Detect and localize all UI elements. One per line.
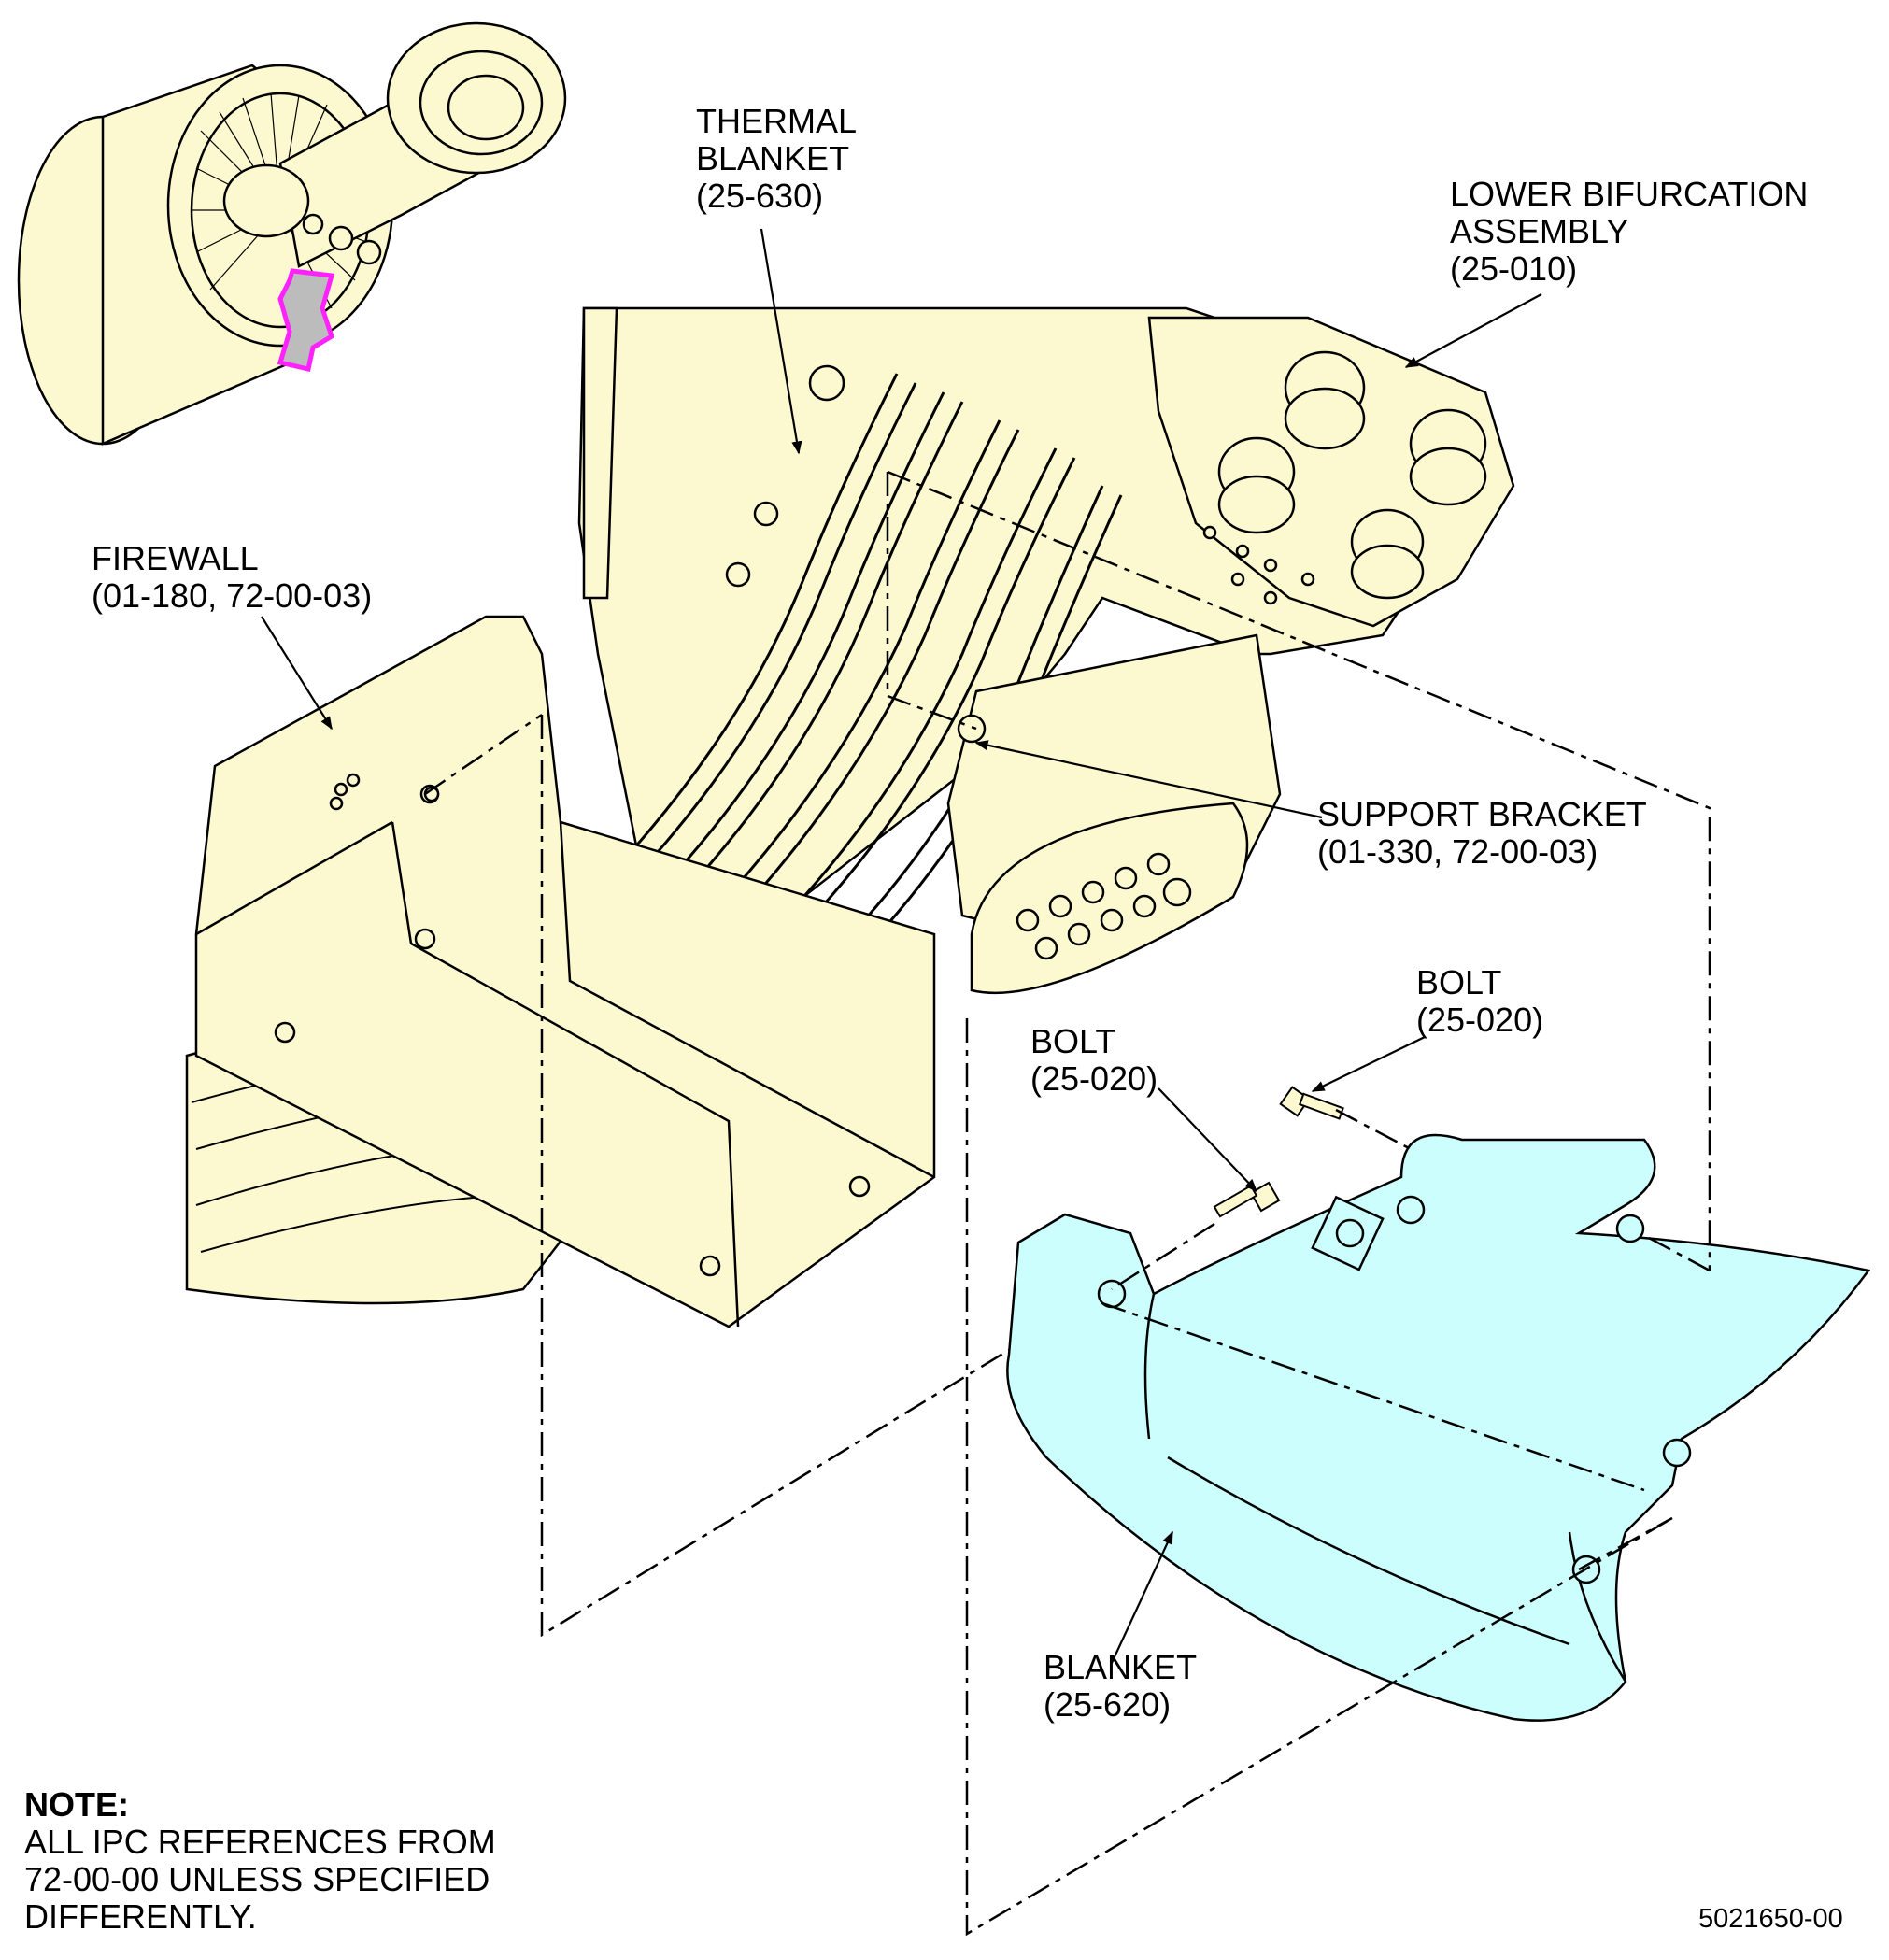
blanket-part	[1006, 1133, 1871, 1722]
note-block: NOTE: ALL IPC REFERENCES FROM 72-00-00 U…	[24, 1786, 496, 1936]
callout-thermal-blanket: THERMAL BLANKET (25-630)	[696, 103, 857, 215]
bolt-hardware	[1213, 1086, 1344, 1218]
firewall-label: FIREWALL	[92, 539, 259, 577]
thermal-blanket-ref: (25-630)	[696, 177, 824, 215]
thermal-blanket-label-line2: BLANKET	[696, 139, 850, 178]
figure-number: 5021650-00	[1698, 1904, 1843, 1934]
lower-bifurcation-label-line1: LOWER BIFURCATION	[1450, 175, 1809, 213]
firewall-ref: (01-180, 72-00-03)	[92, 576, 373, 615]
lower-bifurcation-ref: (25-010)	[1450, 249, 1578, 288]
note-line-2: 72-00-00 UNLESS SPECIFIED	[24, 1860, 490, 1898]
assembly-dashed-lines	[424, 470, 1711, 1937]
callout-blanket: BLANKET (25-620)	[1044, 1649, 1197, 1724]
engine-structure	[185, 306, 1515, 1328]
blanket-label: BLANKET	[1044, 1648, 1198, 1686]
lower-bifurcation-label-line2: ASSEMBLY	[1450, 212, 1629, 250]
blanket-ref: (25-620)	[1044, 1685, 1172, 1724]
note-line-1: ALL IPC REFERENCES FROM	[24, 1823, 496, 1861]
support-bracket-label: SUPPORT BRACKET	[1317, 795, 1647, 833]
note-title: NOTE:	[24, 1785, 129, 1824]
thermal-blanket-label-line1: THERMAL	[696, 102, 858, 140]
callout-lower-bifurcation: LOWER BIFURCATION ASSEMBLY (25-010)	[1450, 176, 1808, 288]
callout-firewall: FIREWALL (01-180, 72-00-03)	[92, 540, 372, 615]
callout-bolt-left: BOLT (25-020)	[1030, 1023, 1158, 1098]
support-bracket-ref: (01-330, 72-00-03)	[1317, 832, 1598, 871]
note-line-3: DIFFERENTLY.	[24, 1897, 257, 1936]
bolt-left-ref: (25-020)	[1030, 1059, 1158, 1098]
locator-highlight-region	[277, 268, 335, 373]
engine-locator-view	[17, 21, 567, 446]
callout-bolt-right: BOLT (25-020)	[1416, 964, 1543, 1039]
leader-lines	[261, 228, 1542, 1664]
callout-support-bracket: SUPPORT BRACKET (01-330, 72-00-03)	[1317, 796, 1647, 871]
bolt-left-label: BOLT	[1030, 1022, 1116, 1060]
bolt-right-ref: (25-020)	[1416, 1001, 1544, 1039]
bolt-right-label: BOLT	[1416, 963, 1502, 1001]
